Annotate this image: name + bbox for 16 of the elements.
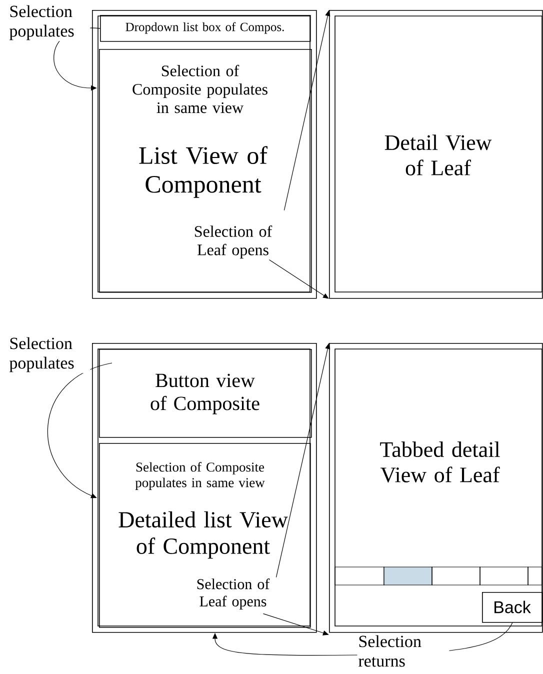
arrow <box>268 259 329 299</box>
arrow <box>284 10 330 211</box>
arrow <box>262 613 329 636</box>
arrow <box>276 343 330 578</box>
arrow <box>48 362 112 498</box>
view-box: Dropdown list box of Compos. <box>100 15 311 42</box>
edge-label: Selection populates <box>8 4 90 42</box>
window-frame <box>92 343 317 633</box>
edge-label: Selection returns <box>357 634 450 668</box>
window-frame <box>92 10 317 299</box>
edge-label: Selection populates <box>8 336 90 374</box>
note-text: Selection of Leaf opens <box>194 225 272 259</box>
detail-panel: Detail View of Leaf <box>329 10 543 299</box>
view-box: Button view of Composite <box>99 349 312 438</box>
back-button: Back <box>482 592 543 623</box>
note-text: Selection of Leaf opens <box>197 578 270 610</box>
